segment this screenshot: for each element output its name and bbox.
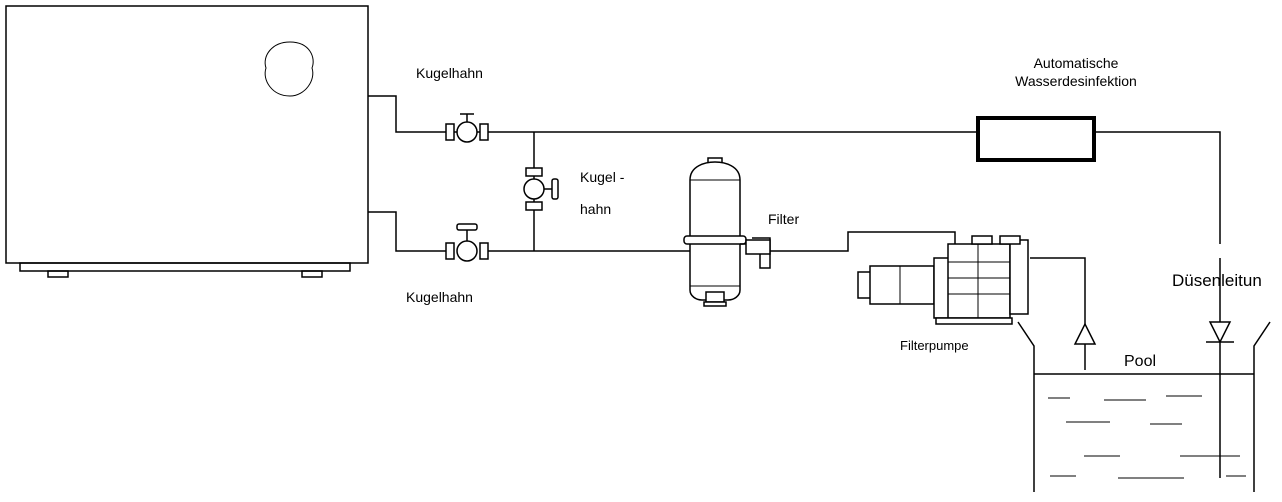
pipe-pump-to-pool xyxy=(1030,257,1086,370)
filter-pump xyxy=(857,235,1029,325)
heat-pump-foot-left xyxy=(47,270,69,278)
pipe-filter-to-pump xyxy=(770,231,956,252)
fan-grille-icon xyxy=(264,41,314,97)
pump-base xyxy=(935,317,1013,325)
label-disinfection-line1: Automatische xyxy=(1034,55,1119,71)
valve-handle xyxy=(551,178,559,200)
heat-pump-unit xyxy=(5,5,369,278)
label-disinfection-line2: Wasserdesinfektion xyxy=(1015,73,1137,89)
pump-housing xyxy=(947,243,1011,319)
pump-motor xyxy=(869,265,935,305)
heat-pump-base xyxy=(19,262,351,272)
valve-handle xyxy=(456,223,478,231)
label-filter: Filter xyxy=(768,211,799,227)
pump-strainer xyxy=(1009,239,1029,315)
valve-ball xyxy=(523,178,545,200)
heat-pump-body xyxy=(5,5,369,264)
filter-tank xyxy=(689,161,741,301)
label-filter-pump: Filterpumpe xyxy=(900,338,969,353)
pool-wall-right xyxy=(1253,321,1271,492)
label-bypass-valve-line2: hahn xyxy=(580,201,611,217)
heat-pump-foot-right xyxy=(301,270,323,278)
filter-clamp xyxy=(683,235,747,245)
label-ball-valve-bottom: Kugelhahn xyxy=(406,289,473,305)
label-bypass-valve-line1: Kugel - xyxy=(580,169,625,185)
ball-valve-top xyxy=(445,113,489,143)
ball-valve-bottom xyxy=(445,223,489,262)
pipe-heatpump-top-out xyxy=(368,95,446,133)
valve-ball xyxy=(456,121,478,143)
water-lines xyxy=(1048,395,1246,479)
pool-wall-left xyxy=(1017,321,1035,492)
return-inlet-icon xyxy=(1073,322,1097,345)
label-ball-valve-top: Kugelhahn xyxy=(416,65,483,81)
pipe-heatpump-bottom-in xyxy=(368,211,446,252)
disinfection-unit xyxy=(976,116,1096,162)
filter-vessel xyxy=(683,157,771,307)
pipe-to-nozzle-line xyxy=(1094,131,1221,244)
nozzle-outlet-icon xyxy=(1208,321,1232,344)
pool xyxy=(1017,321,1271,492)
valve-ball xyxy=(456,240,478,262)
label-nozzle-line: Düsenleitun xyxy=(1172,271,1262,290)
label-pool: Pool xyxy=(1124,353,1156,370)
ball-valve-bypass xyxy=(523,167,559,211)
filter-drain xyxy=(705,291,725,303)
